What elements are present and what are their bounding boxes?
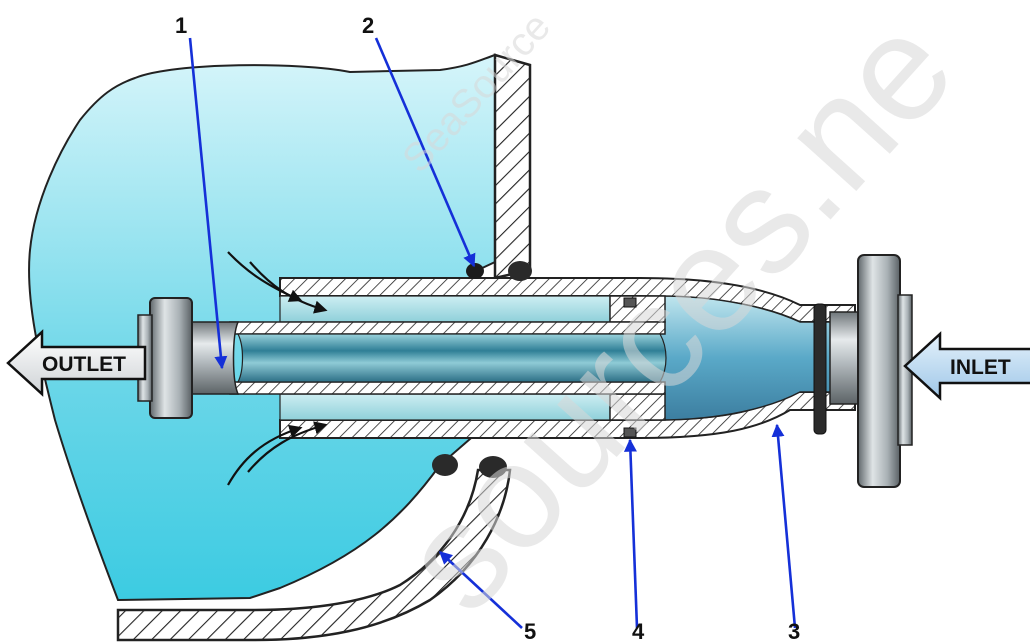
callout-5: 5 xyxy=(524,619,536,642)
weld-upper-right xyxy=(508,261,532,281)
inlet-flange xyxy=(857,254,901,488)
weld-lower-left xyxy=(432,454,458,476)
outlet-arrow: OUTLET xyxy=(6,329,147,397)
callout-3: 3 xyxy=(788,619,800,642)
callout-4: 4 xyxy=(632,619,645,642)
outlet-label: OUTLET xyxy=(42,353,126,376)
o-ring-upper xyxy=(623,297,637,308)
callout-1: 1 xyxy=(175,13,187,38)
o-ring-lower xyxy=(623,427,637,438)
plug-upper xyxy=(609,295,666,323)
outlet-flange xyxy=(149,297,193,419)
flow-arrows xyxy=(227,251,328,486)
callout-2: 2 xyxy=(362,13,374,38)
leader-lines xyxy=(188,37,797,629)
hose-clamp xyxy=(813,303,827,435)
inner-tube-bore xyxy=(237,333,667,383)
inlet-arrow: INLET xyxy=(903,331,1030,401)
inlet-label: INLET xyxy=(950,356,1011,379)
hull-plate-lower xyxy=(116,468,512,642)
weld-lower-right xyxy=(479,456,507,478)
outlet-pipe xyxy=(189,321,240,395)
